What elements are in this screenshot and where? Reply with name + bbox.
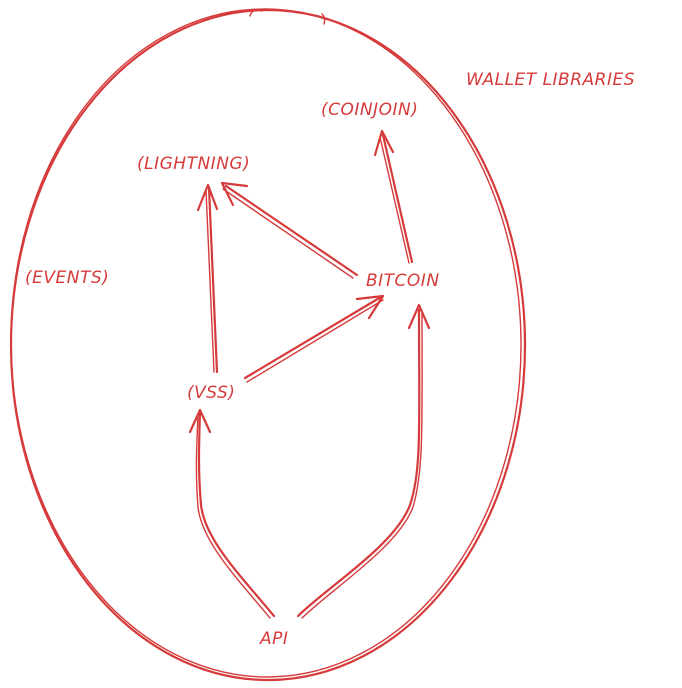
node-api: API [259, 629, 288, 649]
node-vss: (VSS) [187, 383, 235, 403]
edge-vss-to-bitcoin [243, 294, 385, 383]
container-label: WALLET LIBRARIES [466, 70, 635, 90]
edge-api-to-bitcoin [296, 303, 431, 619]
edge-api-to-vss [188, 408, 276, 619]
node-bitcoin: BITCOIN [366, 271, 440, 291]
node-lightning: (LIGHTNING) [137, 154, 250, 174]
node-events: (EVENTS) [25, 268, 109, 288]
edge-vss-to-lightning [196, 183, 219, 374]
edge-bitcoin-to-lightning [220, 181, 359, 279]
edge-bitcoin-to-coinjoin [373, 129, 414, 264]
wallet-libraries-boundary [9, 8, 527, 682]
node-coinjoin: (COINJOIN) [321, 100, 418, 120]
